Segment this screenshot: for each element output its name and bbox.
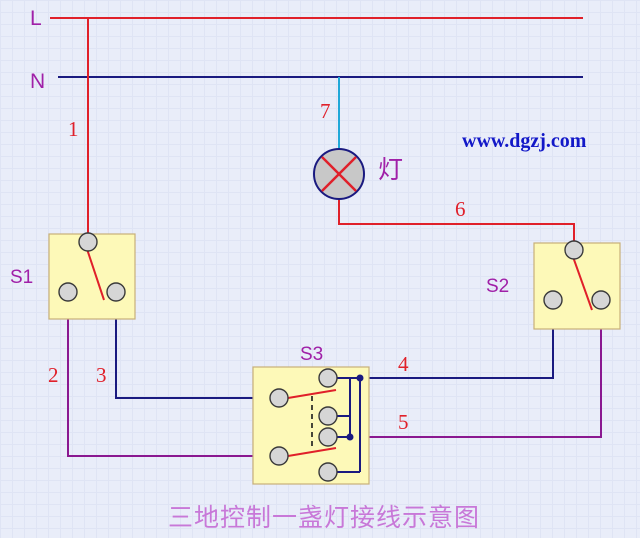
- switch-s1: [48, 232, 136, 320]
- switch-s2-lever: [571, 253, 593, 311]
- wire-4: [360, 300, 554, 379]
- wire-7-label: 7: [320, 99, 331, 123]
- wire-2-label: 2: [48, 363, 59, 387]
- lamp-label: 灯: [378, 155, 403, 184]
- switch-s2: [533, 240, 621, 330]
- switch-s3-terminal: [269, 388, 289, 408]
- diagram-title: 三地控制一盏灯接线示意图: [168, 503, 480, 532]
- switch-s2-right-terminal: [591, 290, 611, 310]
- neutral-label: N: [30, 70, 45, 93]
- website-label: www.dgzj.com: [462, 130, 587, 152]
- switch-s2-common-terminal: [564, 240, 584, 260]
- lamp-cross-icon: [321, 156, 357, 192]
- switch-s1-lever: [85, 245, 105, 301]
- live-label: L: [30, 7, 42, 30]
- wire-5-label: 5: [398, 410, 409, 434]
- switch-s3-terminal: [318, 427, 338, 447]
- switch-s1-label: S1: [10, 267, 33, 288]
- switch-s3-blade-bottom: [287, 447, 337, 457]
- switch-s3-terminal: [318, 462, 338, 482]
- switch-s3-terminal: [318, 368, 338, 388]
- wire-6-label: 6: [455, 197, 466, 221]
- wire-2: [67, 292, 279, 457]
- switch-s2-label: S2: [486, 276, 509, 297]
- wire-3: [115, 292, 279, 399]
- switch-s1-right-terminal: [106, 282, 126, 302]
- switch-s3: [252, 366, 370, 485]
- wire-6: [338, 198, 575, 246]
- switch-s3-label: S3: [300, 344, 323, 365]
- wire-1-label: 1: [68, 117, 79, 141]
- switch-s3-terminal: [318, 406, 338, 426]
- switch-s1-common-terminal: [78, 232, 98, 252]
- switch-s3-blade-top: [287, 389, 337, 399]
- wire-5: [350, 300, 602, 438]
- wire-3-label: 3: [96, 363, 107, 387]
- lamp: [313, 148, 365, 200]
- switch-s1-left-terminal: [58, 282, 78, 302]
- switch-s2-left-terminal: [543, 290, 563, 310]
- wire-4-label: 4: [398, 352, 409, 376]
- switch-s3-terminal: [269, 446, 289, 466]
